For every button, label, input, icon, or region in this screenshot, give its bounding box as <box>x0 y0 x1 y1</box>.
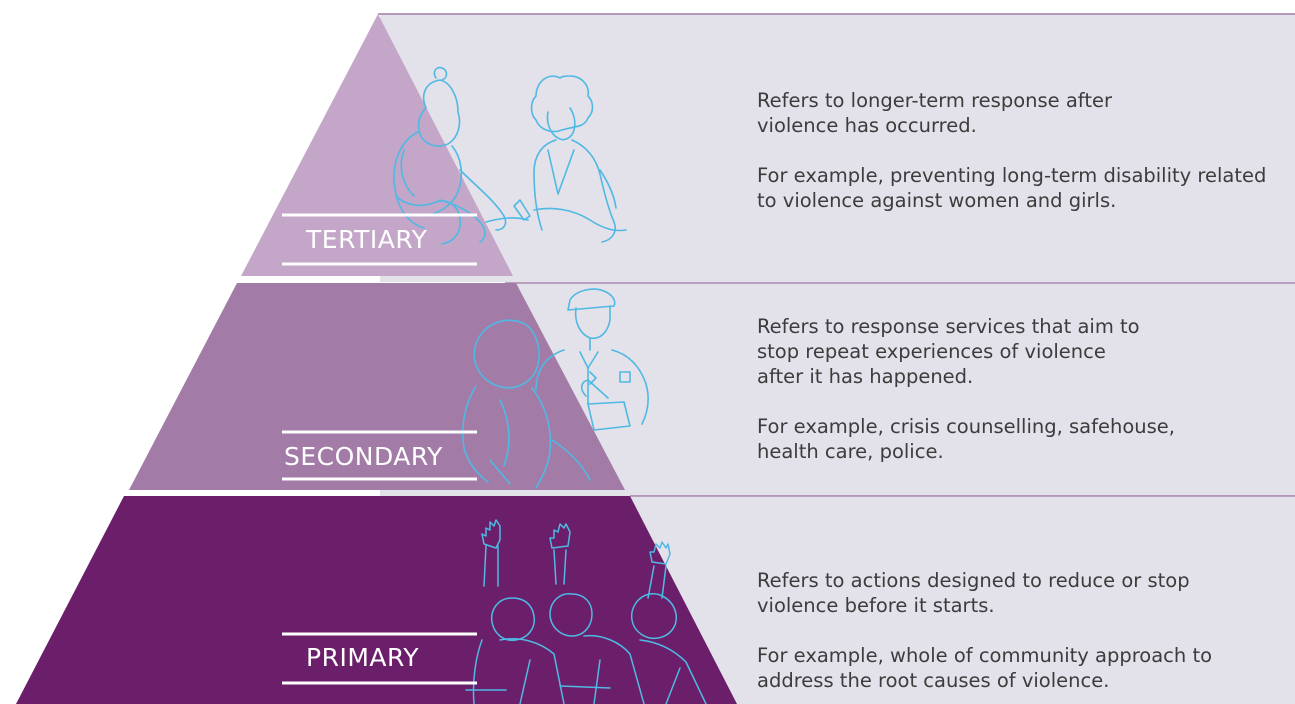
community-raising-hands-sketch <box>465 519 707 704</box>
secondary-definition: Refers to response services that aim to … <box>757 315 1140 388</box>
primary-label: PRIMARY <box>306 643 420 672</box>
secondary-tier <box>129 283 625 490</box>
counsellor-with-client-sketch <box>393 66 627 245</box>
tertiary-definition: Refers to longer-term response after vio… <box>757 89 1112 137</box>
police-officer-with-person-sketch <box>461 288 649 489</box>
tertiary-label: TERTIARY <box>306 225 428 254</box>
secondary-description: Refers to response services that aim to … <box>757 314 1175 464</box>
primary-tier <box>16 496 737 704</box>
primary-description: Refers to actions designed to reduce or … <box>757 568 1277 693</box>
tertiary-band <box>380 14 1295 282</box>
secondary-label: SECONDARY <box>284 442 443 471</box>
secondary-example: For example, crisis counselling, safehou… <box>757 415 1175 463</box>
primary-definition: Refers to actions designed to reduce or … <box>757 569 1190 617</box>
tertiary-tier <box>241 14 513 276</box>
tertiary-example: For example, preventing long-term disabi… <box>757 164 1267 212</box>
primary-example: For example, whole of community approach… <box>757 644 1213 692</box>
tertiary-description: Refers to longer-term response after vio… <box>757 88 1266 213</box>
